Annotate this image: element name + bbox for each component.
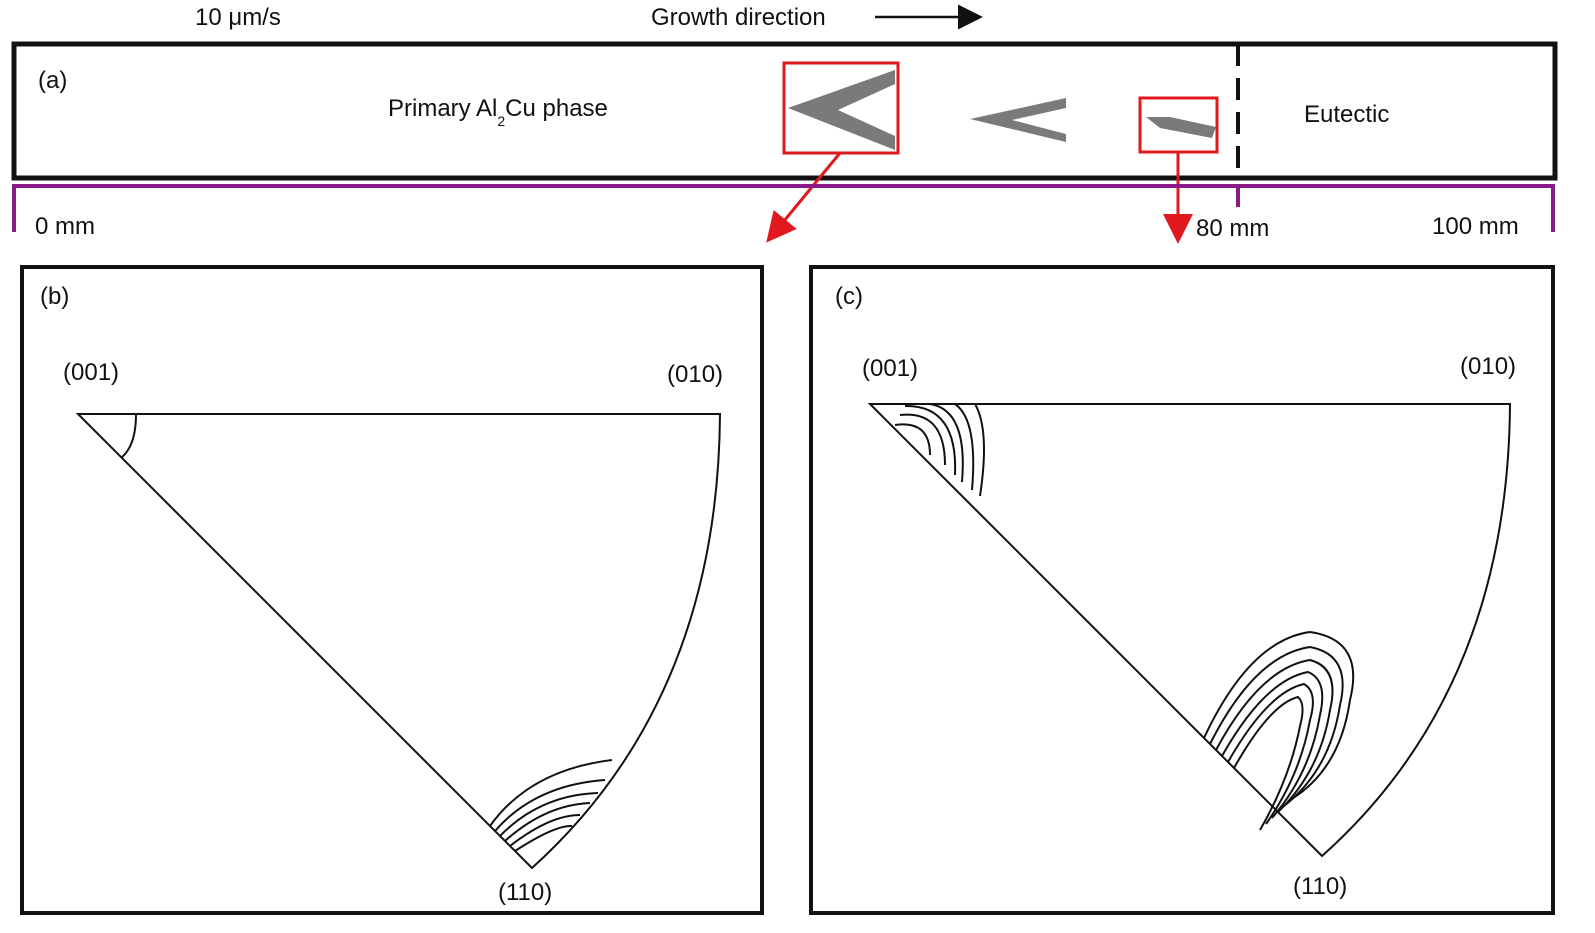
panel-b-small-contour bbox=[121, 413, 137, 458]
panel-c-contours-center bbox=[1203, 630, 1355, 831]
eutectic-label: Eutectic bbox=[1304, 101, 1389, 128]
panel-a-label: (a) bbox=[38, 67, 67, 94]
primary-phase-label: Primary Al2Cu phase bbox=[388, 95, 608, 129]
panel-c-001-label: (001) bbox=[862, 355, 918, 382]
growth-speed-label: 10 μm/s bbox=[195, 4, 281, 31]
dendrite-large bbox=[788, 70, 895, 150]
dendrite-small bbox=[1146, 117, 1216, 138]
panel-b-contours bbox=[489, 759, 613, 852]
panel-b-frame bbox=[20, 265, 764, 915]
panel-c-label: (c) bbox=[835, 283, 863, 310]
panel-b-010-label: (010) bbox=[667, 361, 723, 388]
growth-direction-label: Growth direction bbox=[651, 4, 826, 31]
panel-b-inverse-pole-triangle bbox=[75, 413, 722, 870]
arrow-to-panel-b-icon bbox=[766, 152, 842, 243]
panel-c-contours-001 bbox=[894, 403, 985, 497]
scale-end-label: 100 mm bbox=[1432, 213, 1519, 240]
panel-c-110-label: (110) bbox=[1293, 873, 1347, 900]
highlight-box-b bbox=[782, 61, 900, 155]
panel-c-010-label: (010) bbox=[1460, 353, 1516, 380]
scale-mid-label: 80 mm bbox=[1196, 215, 1269, 242]
panel-b-001-label: (001) bbox=[63, 359, 119, 386]
position-scale-bracket bbox=[12, 184, 1555, 232]
panel-c-frame bbox=[809, 265, 1555, 915]
panel-c-inverse-pole-triangle bbox=[867, 403, 1512, 858]
panel-b-label: (b) bbox=[40, 283, 69, 310]
dendrite-medium bbox=[970, 98, 1066, 142]
panel-a-frame bbox=[11, 41, 1558, 181]
panel-b-110-label: (110) bbox=[498, 879, 552, 906]
scale-start-label: 0 mm bbox=[35, 213, 95, 240]
